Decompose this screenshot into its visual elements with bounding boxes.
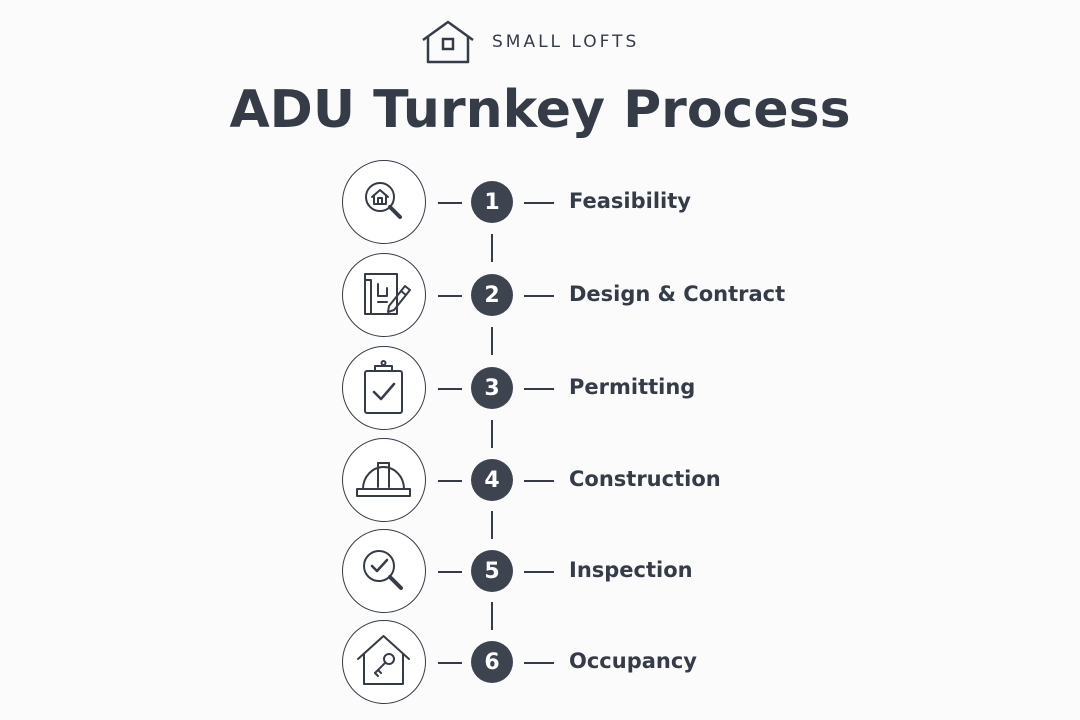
connector — [524, 202, 554, 204]
connector — [524, 480, 554, 482]
house-magnifier-icon — [365, 182, 402, 219]
vertical-connector — [491, 234, 493, 262]
step-label: Feasibility — [569, 189, 691, 213]
vertical-connector — [491, 602, 493, 630]
step-number-badge: 1 — [471, 181, 513, 223]
step-number-badge: 3 — [471, 367, 513, 409]
step-number-badge: 2 — [471, 274, 513, 316]
connector — [438, 662, 462, 664]
step-number-badge: 4 — [471, 459, 513, 501]
icon-circle — [342, 253, 426, 337]
magnifier-check-icon — [363, 550, 403, 590]
house-icon — [422, 20, 474, 64]
connector — [524, 662, 554, 664]
vertical-connector — [491, 327, 493, 355]
step-design-contract: 2 Design & Contract — [0, 253, 1080, 339]
connector — [438, 295, 462, 297]
icon-circle — [342, 346, 426, 430]
step-number-badge: 6 — [471, 641, 513, 683]
step-construction: 4 Construction — [0, 438, 1080, 524]
step-label: Construction — [569, 467, 721, 491]
blueprint-pencil-icon — [364, 273, 411, 315]
icon-circle — [342, 620, 426, 704]
hard-hat-icon — [356, 462, 411, 497]
step-inspection: 5 Inspection — [0, 529, 1080, 615]
icon-circle — [342, 438, 426, 522]
connector — [524, 571, 554, 573]
vertical-connector — [491, 420, 493, 448]
icon-circle — [342, 529, 426, 613]
step-label: Inspection — [569, 558, 693, 582]
connector — [524, 388, 554, 390]
step-feasibility: 1 Feasibility — [0, 160, 1080, 246]
page-title: ADU Turnkey Process — [229, 80, 851, 140]
step-label: Design & Contract — [569, 282, 786, 306]
step-label: Permitting — [569, 375, 696, 399]
step-permitting: 3 Permitting — [0, 346, 1080, 432]
brand-name: SMALL LOFTS — [492, 32, 640, 52]
connector — [438, 388, 462, 390]
connector — [524, 295, 554, 297]
step-occupancy: 6 Occupancy — [0, 620, 1080, 706]
brand: SMALL LOFTS — [420, 18, 639, 66]
connector — [438, 202, 462, 204]
vertical-connector — [491, 511, 493, 539]
connector — [438, 571, 462, 573]
icon-circle — [342, 160, 426, 244]
connector — [438, 480, 462, 482]
step-number-badge: 5 — [471, 550, 513, 592]
clipboard-check-icon — [364, 360, 403, 414]
house-key-icon — [357, 635, 410, 685]
step-label: Occupancy — [569, 649, 697, 673]
